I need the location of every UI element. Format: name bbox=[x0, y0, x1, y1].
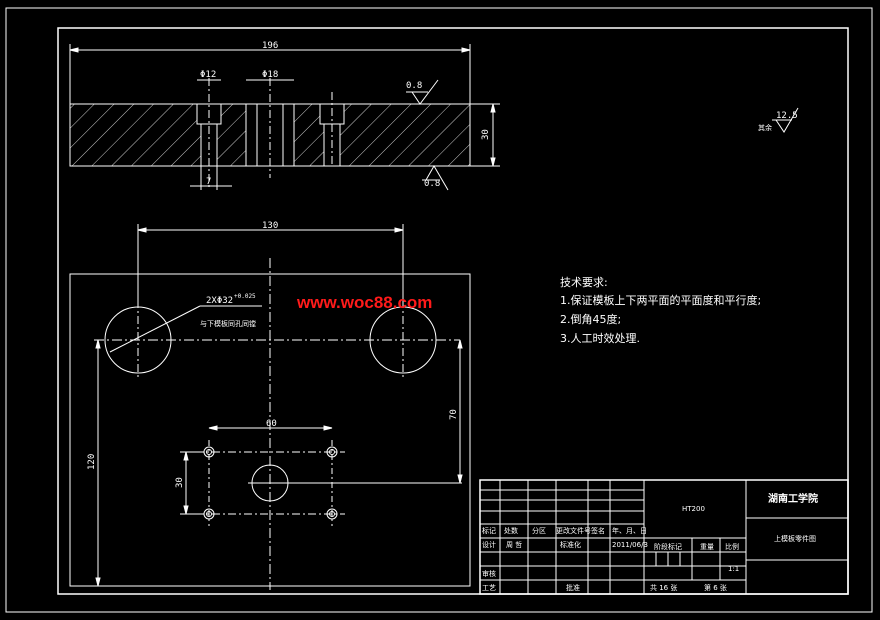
scale: 1:1 bbox=[728, 565, 739, 573]
process-label: 工艺 bbox=[482, 584, 496, 592]
date: 2011/06/3 bbox=[612, 541, 648, 549]
weight-label: 重量 bbox=[700, 543, 714, 551]
section-view bbox=[69, 44, 500, 191]
tech-req-item-2: 2.倒角45度; bbox=[560, 312, 621, 326]
approve-label: 批准 bbox=[566, 583, 580, 592]
hole-note: 与下模板同孔同镗 bbox=[200, 319, 256, 328]
dim-phi12: Φ12 bbox=[200, 70, 216, 80]
dim-60: 60 bbox=[266, 419, 277, 429]
dim-phi18: Φ18 bbox=[262, 70, 278, 80]
inner-border bbox=[57, 27, 849, 595]
tech-req-item-3: 3.人工时效处理. bbox=[560, 331, 640, 345]
dim-7: 7 bbox=[206, 177, 211, 187]
outer-border bbox=[5, 7, 873, 613]
header-count: 处数 bbox=[504, 526, 518, 535]
roughness-top-value: 0.8 bbox=[406, 81, 422, 91]
header-zone: 分区 bbox=[532, 526, 546, 535]
header-sign: 签名 bbox=[591, 526, 605, 535]
sheet-no: 第 6 张 bbox=[704, 583, 727, 592]
dim-30-small: 30 bbox=[175, 477, 185, 488]
header-change-doc: 更改文件号 bbox=[556, 526, 591, 535]
other-roughness-symbol bbox=[772, 107, 799, 133]
other-roughness-label: 其余 bbox=[758, 123, 772, 132]
dim-70: 70 bbox=[449, 409, 459, 420]
sheets-total: 共 16 张 bbox=[650, 583, 677, 592]
dim-130: 130 bbox=[262, 221, 278, 231]
dim-196: 196 bbox=[262, 41, 278, 51]
dim-30: 30 bbox=[481, 129, 491, 140]
watermark: www.woc88.com bbox=[296, 293, 432, 312]
std-label: 标准化 bbox=[560, 540, 581, 549]
header-mark: 标记 bbox=[482, 526, 496, 535]
hole-tolerance: +0.025 bbox=[234, 293, 256, 300]
title-block bbox=[479, 479, 849, 595]
material: HT200 bbox=[682, 505, 705, 513]
roughness-bottom-value: 0.8 bbox=[424, 179, 440, 189]
tech-req-item-1: 1.保证模板上下两平面的平面度和平行度; bbox=[560, 293, 761, 307]
review-label: 审核 bbox=[482, 569, 496, 578]
school-name: 湖南工学院 bbox=[768, 492, 818, 505]
scale-label: 比例 bbox=[725, 542, 739, 551]
dim-120: 120 bbox=[87, 454, 97, 470]
tech-req-title: 技术要求: bbox=[560, 276, 608, 289]
designer: 周 哲 bbox=[506, 540, 522, 549]
drawing-name: 上模板零件图 bbox=[774, 534, 816, 543]
header-date: 年、月、日 bbox=[612, 526, 647, 535]
plan-view bbox=[69, 224, 471, 590]
design-label: 设计 bbox=[482, 540, 496, 549]
stage-label: 阶段标记 bbox=[654, 542, 682, 551]
hole-callout: 2XΦ32 bbox=[206, 296, 233, 306]
other-roughness-value: 12.5 bbox=[776, 111, 798, 121]
